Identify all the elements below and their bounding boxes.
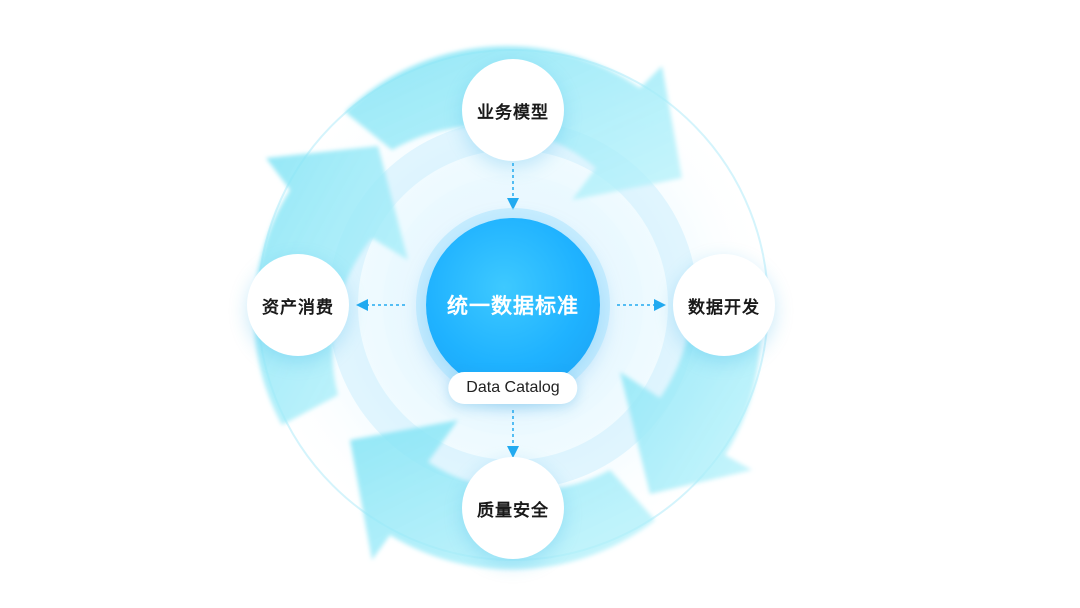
node-label: 资产消费 [262,297,334,318]
node-label: 业务模型 [477,102,549,123]
node-data-development: 数据开发 [673,254,775,356]
node-label: 质量安全 [477,500,549,521]
node-quality-security: 质量安全 [462,457,564,559]
node-label: 数据开发 [688,297,760,318]
node-business-model: 业务模型 [462,59,564,161]
core-title: 统一数据标准 [447,294,579,318]
core-subtitle-pill: Data Catalog [448,372,578,404]
core-circle: 统一数据标准 [426,218,600,392]
node-asset-consumption: 资产消费 [247,254,349,356]
